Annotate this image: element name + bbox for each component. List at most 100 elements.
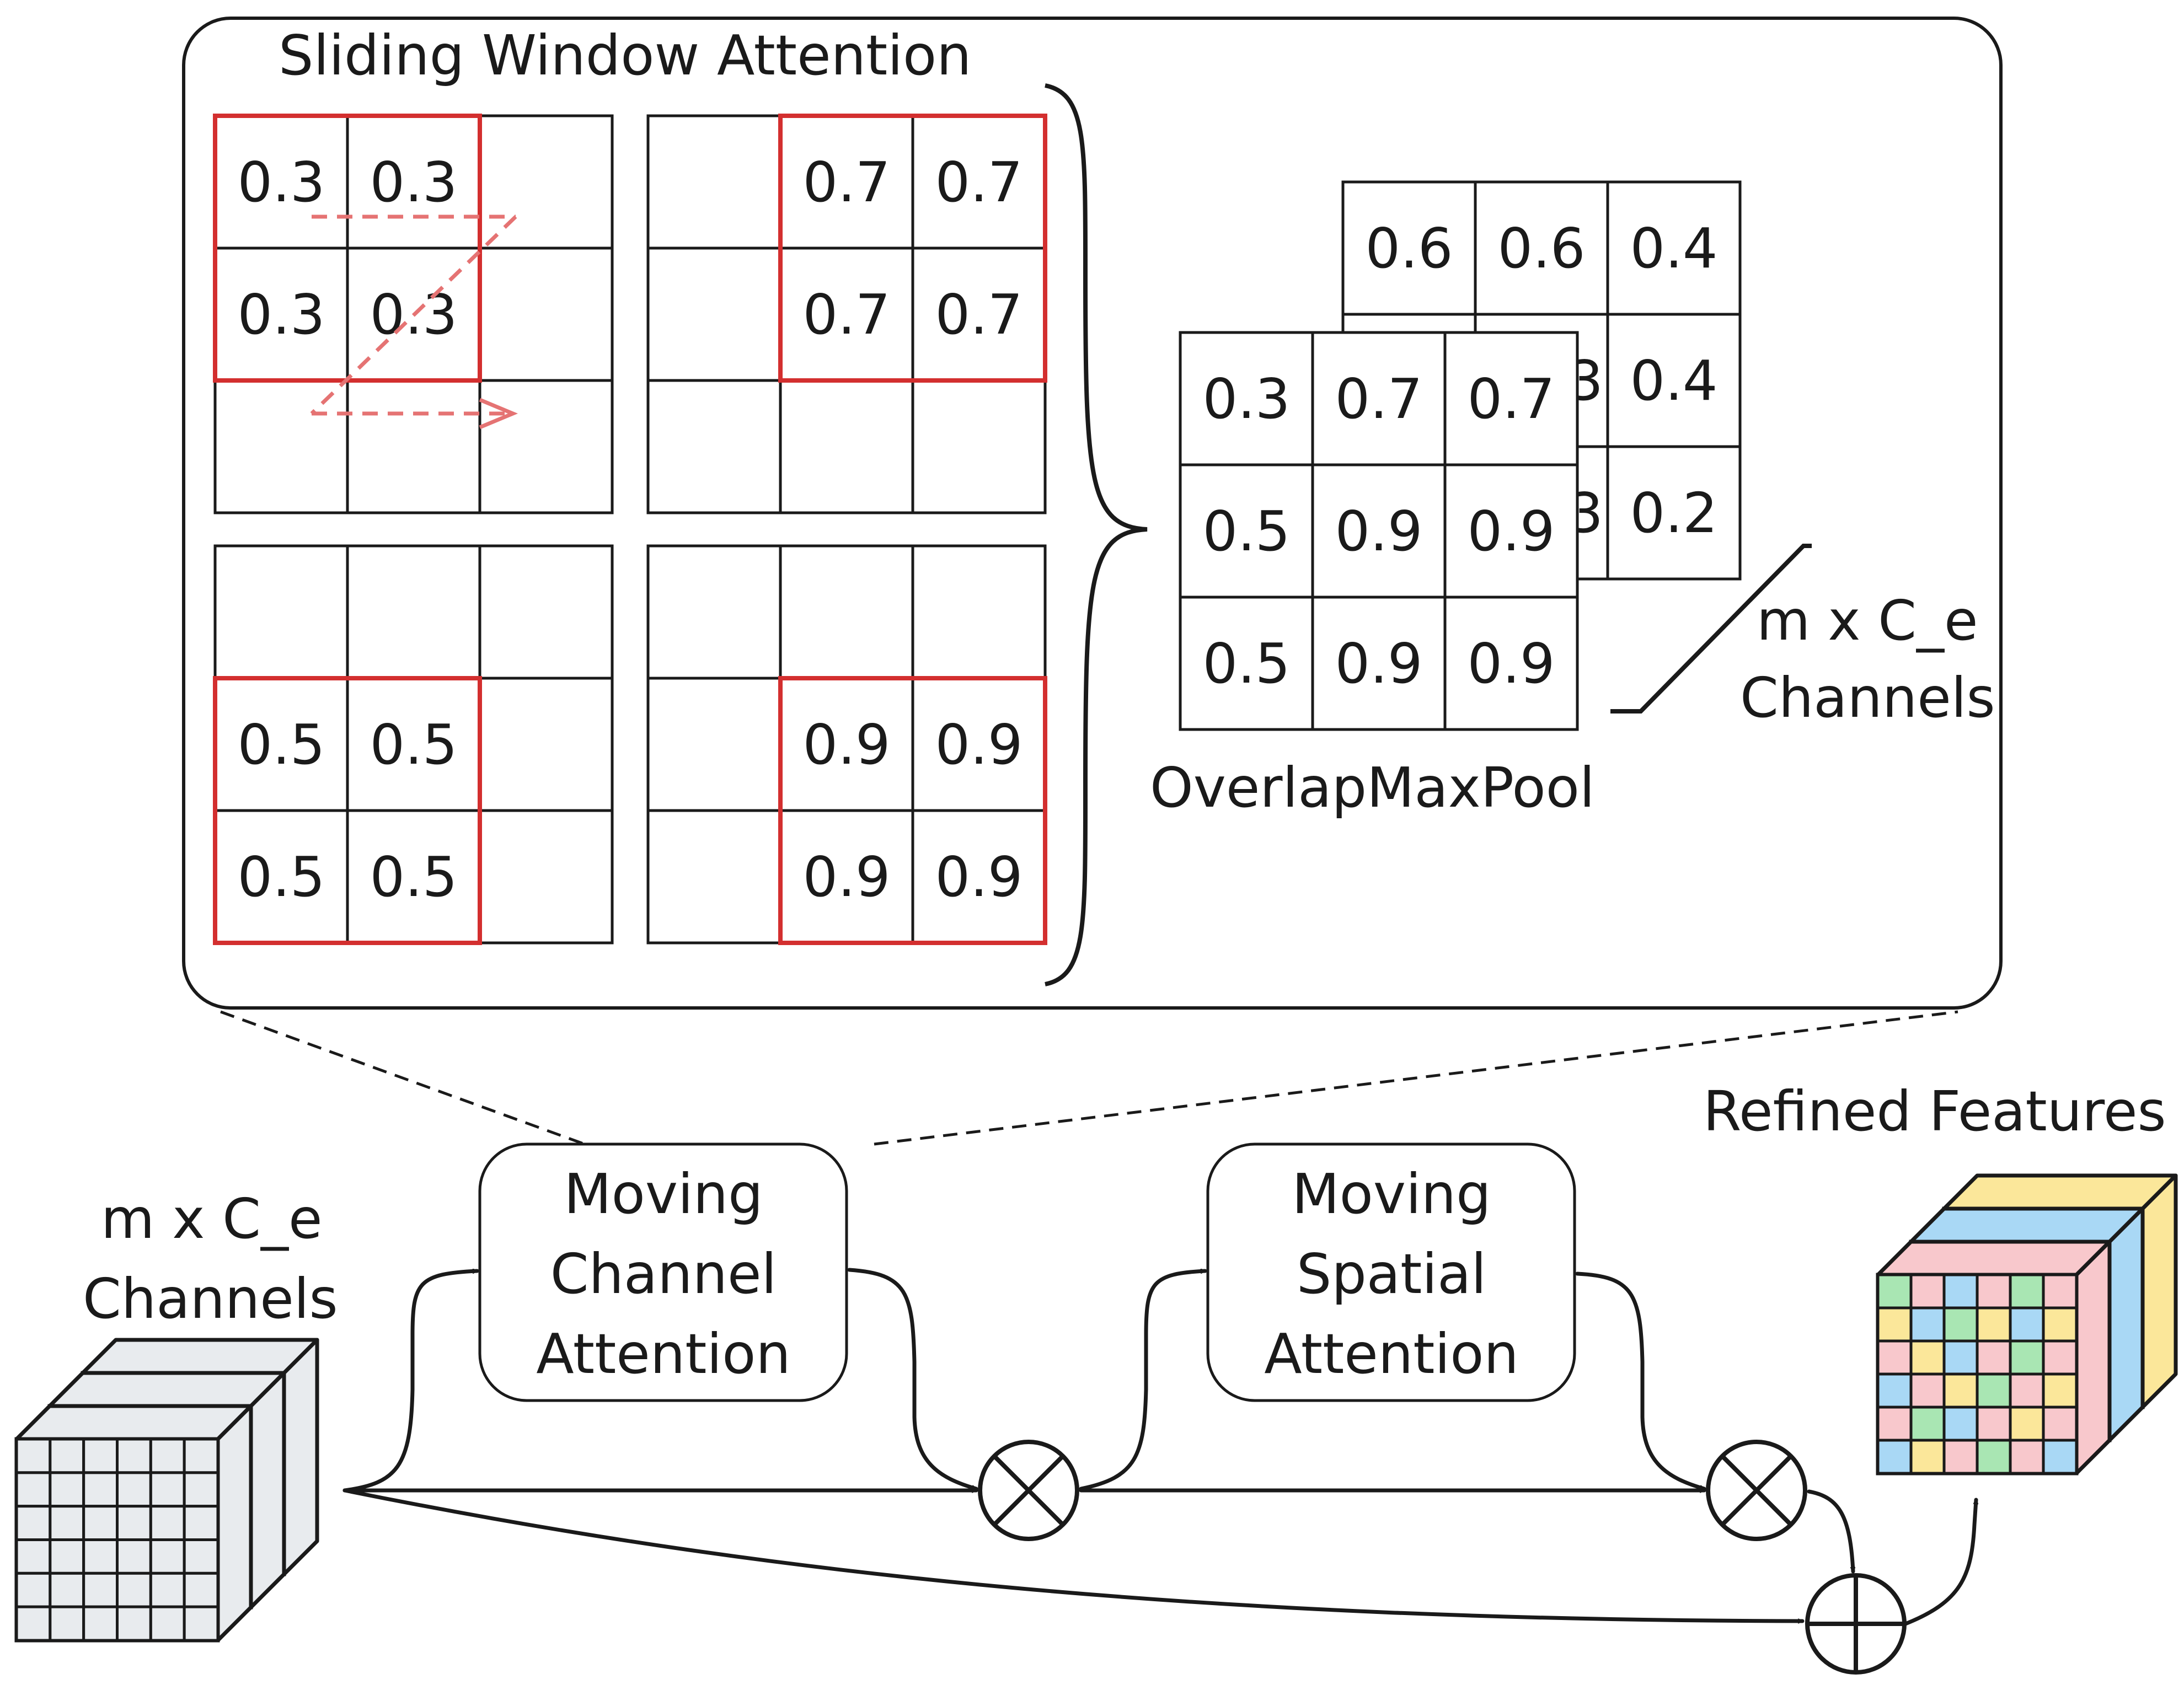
cube-cell <box>2042 1273 2078 1310</box>
cube-cell <box>49 1437 85 1474</box>
cube-cell <box>82 1571 119 1608</box>
cube-cell <box>1876 1439 1913 1475</box>
multiply-operator-1 <box>978 1440 1079 1541</box>
cube-cell <box>1976 1405 2012 1442</box>
window-value: 0.3 <box>237 282 325 347</box>
pool-front-value: 0.7 <box>1467 367 1555 431</box>
panel-title: Sliding Window Attention <box>279 23 972 88</box>
multiply-operator-2 <box>1706 1440 1807 1541</box>
cube-cell <box>15 1471 52 1508</box>
window-value: 0.7 <box>802 282 890 347</box>
cube-cell <box>183 1437 220 1474</box>
grid-cell <box>911 114 1047 250</box>
grid-cell <box>478 379 614 514</box>
channel-attention-line-1: Moving <box>564 1162 763 1226</box>
cube-cell <box>1876 1405 1913 1442</box>
cube-layer <box>14 1404 253 1643</box>
cube-cell <box>1942 1273 1979 1310</box>
cube-cell <box>1876 1306 1913 1343</box>
pool-front-value: 0.9 <box>1335 499 1422 564</box>
cube-cell <box>116 1471 152 1508</box>
input-label-1: m x C_e <box>101 1187 323 1251</box>
channel-attention-line-2: Channel <box>550 1242 777 1306</box>
grid-cell <box>911 677 1047 812</box>
input-feature-cube <box>14 1338 319 1643</box>
pool-back-value: 0.6 <box>1365 216 1453 281</box>
cube-cell <box>149 1538 186 1575</box>
window-highlight <box>213 676 482 945</box>
pool-label: OverlapMaxPool <box>1150 755 1595 820</box>
cube-cell <box>2042 1306 2078 1343</box>
refined-features-cube <box>1876 1173 2178 1476</box>
pool-cell <box>1311 331 1447 466</box>
arrow-input-to-add <box>342 1488 1805 1621</box>
cube-cell <box>2009 1339 2045 1376</box>
pool-back-value: 0.4 <box>1630 348 1717 413</box>
arrow-channel-to-mult1 <box>847 1268 978 1491</box>
grid-cell <box>779 379 914 514</box>
cube-cell <box>149 1471 186 1508</box>
cube-cell <box>2009 1306 2045 1343</box>
window-highlight <box>778 676 1047 945</box>
cube-cell <box>15 1437 52 1474</box>
cube-cell <box>116 1437 152 1474</box>
cube-cell <box>82 1437 119 1474</box>
grid-cell <box>478 246 614 382</box>
cube-cell <box>82 1471 119 1508</box>
cube-cell <box>15 1505 52 1542</box>
cube-cell <box>82 1605 119 1642</box>
pool-cell <box>1341 180 1477 316</box>
window-value: 0.5 <box>370 712 457 777</box>
pool-back-value: 0.2 <box>1630 481 1717 545</box>
pool-cell <box>1311 463 1447 599</box>
window-value: 0.5 <box>370 845 457 909</box>
grid-cell <box>213 544 349 680</box>
cube-cell <box>2042 1372 2078 1409</box>
pool-back-value: 0.4 <box>1630 216 1717 281</box>
cube-cell <box>1909 1439 1946 1475</box>
pool-cell <box>1606 180 1742 316</box>
cube-cell <box>1876 1273 1913 1310</box>
zoom-line-right <box>874 1010 1958 1146</box>
cube-cell <box>49 1505 85 1542</box>
cube-cell <box>2009 1273 2045 1310</box>
cube-cell <box>1876 1339 1913 1376</box>
channel-attention-line-3: Attention <box>536 1322 791 1386</box>
cube-cell <box>1942 1439 1979 1475</box>
channel-depth-line <box>1610 544 1812 713</box>
spatial-attention-box <box>1206 1142 1576 1402</box>
cube-cell <box>149 1437 186 1474</box>
pool-front-value: 0.3 <box>1202 367 1290 431</box>
cube-cell <box>1942 1372 1979 1409</box>
pool-cell <box>1606 445 1742 581</box>
window-value: 0.9 <box>802 845 890 909</box>
pool-cell <box>1311 595 1447 731</box>
grid-cell <box>646 677 782 812</box>
cube-cell <box>116 1605 152 1642</box>
cube-cell <box>15 1605 52 1642</box>
arrow-spatial-to-mult2 <box>1575 1271 1706 1491</box>
window-value: 0.7 <box>935 150 1023 214</box>
grid-cell <box>346 114 481 250</box>
grid-cell <box>346 677 481 812</box>
pool-front-value: 0.5 <box>1202 631 1290 696</box>
window-value: 0.5 <box>237 712 325 777</box>
pool-front-value: 0.9 <box>1335 631 1422 696</box>
cube-cell <box>1976 1439 2012 1475</box>
grid-cell <box>478 114 614 250</box>
cube-cell <box>1876 1372 1913 1409</box>
grid-cell <box>346 544 481 680</box>
cube-cell <box>1942 1339 1979 1376</box>
arrow-add-to-output <box>1903 1498 1976 1626</box>
grid-cell <box>646 246 782 382</box>
arrow-input-to-channel <box>342 1271 479 1493</box>
grid-cell <box>478 677 614 812</box>
window-value: 0.3 <box>370 150 457 214</box>
